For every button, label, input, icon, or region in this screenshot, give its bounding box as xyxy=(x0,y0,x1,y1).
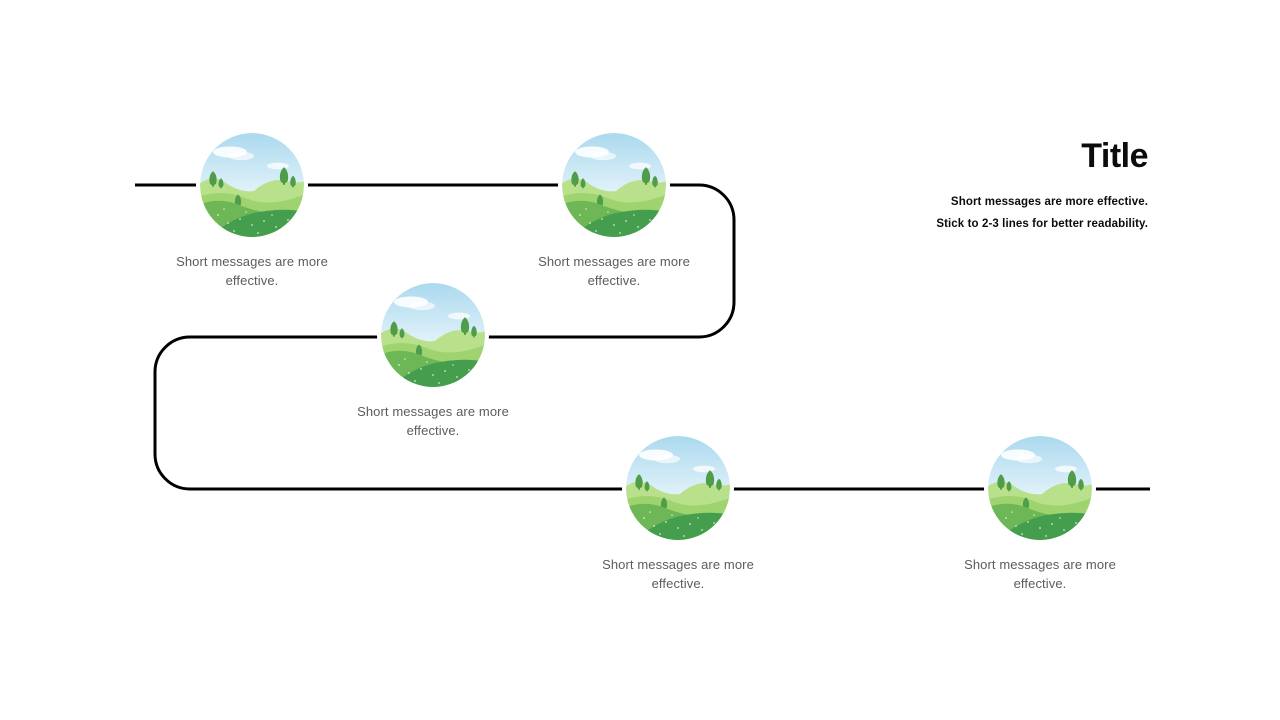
subtitle-line-2: Stick to 2-3 lines for better readabilit… xyxy=(936,218,1148,230)
milestone-item-4: Short messages are more effective. xyxy=(588,436,768,593)
subtitle-line-1: Short messages are more effective. xyxy=(950,196,1148,208)
landscape-illustration xyxy=(381,283,485,387)
milestone-caption: Short messages are more effective. xyxy=(602,557,754,591)
subtitle: Short messages are more effective. Stick… xyxy=(936,191,1148,235)
title-block: Title Short messages are more effective.… xyxy=(936,136,1148,235)
milestone-caption: Short messages are more effective. xyxy=(357,404,509,438)
milestone-caption: Short messages are more effective. xyxy=(964,557,1116,591)
landscape-illustration xyxy=(988,436,1092,540)
landscape-illustration xyxy=(626,436,730,540)
milestone-item-3: Short messages are more effective. xyxy=(343,283,523,440)
page-title: Title xyxy=(1081,137,1148,175)
milestone-item-2: Short messages are more effective. xyxy=(524,133,704,290)
landscape-illustration xyxy=(200,133,304,237)
milestone-item-5: Short messages are more effective. xyxy=(950,436,1130,593)
milestone-item-1: Short messages are more effective. xyxy=(162,133,342,290)
landscape-illustration xyxy=(562,133,666,237)
milestone-caption: Short messages are more effective. xyxy=(538,254,690,288)
milestone-caption: Short messages are more effective. xyxy=(176,254,328,288)
